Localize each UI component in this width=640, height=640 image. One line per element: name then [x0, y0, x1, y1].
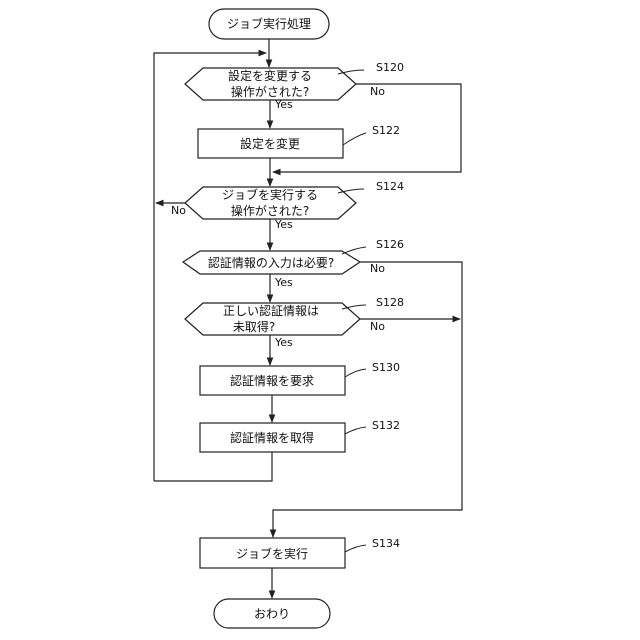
leader-s130	[345, 369, 366, 377]
leader-s122	[343, 133, 366, 145]
decision-s128-line2: 未取得?	[233, 319, 275, 334]
process-s132-label: 認証情報を取得	[230, 430, 314, 445]
step-id-s126: S126	[376, 238, 404, 251]
step-id-s128: S128	[376, 296, 404, 309]
s126-yes-label: Yes	[274, 276, 293, 289]
step-id-s122: S122	[372, 124, 400, 137]
step-id-s124: S124	[376, 180, 404, 193]
loop-s132-back	[154, 452, 272, 481]
s120-no-label: No	[370, 85, 385, 98]
end-label: おわり	[254, 607, 290, 621]
process-s122: 設定を変更	[198, 129, 343, 158]
step-id-s130: S130	[372, 361, 400, 374]
start-label: ジョブ実行処理	[227, 16, 311, 31]
decision-s124-line1: ジョブを実行する	[222, 187, 318, 202]
process-s122-label: 設定を変更	[240, 136, 300, 151]
s120-yes-label: Yes	[274, 98, 293, 111]
start-terminal: ジョブ実行処理	[209, 9, 329, 39]
process-s134-label: ジョブを実行	[236, 546, 308, 561]
step-id-s120: S120	[376, 61, 404, 74]
decision-s124: ジョブを実行する 操作がされた?	[185, 187, 356, 219]
step-id-s134: S134	[372, 537, 400, 550]
decision-s120: 設定を変更する 操作がされた?	[185, 68, 356, 100]
leader-s126	[342, 247, 366, 254]
s124-yes-label: Yes	[274, 218, 293, 231]
process-s130-label: 認証情報を要求	[230, 373, 314, 388]
s128-no-label: No	[370, 320, 385, 333]
process-s134: ジョブを実行	[200, 538, 345, 568]
decision-s128: 正しい認証情報は 未取得?	[185, 303, 360, 335]
decision-s124-line2: 操作がされた?	[231, 203, 309, 218]
decision-s120-line1: 設定を変更する	[228, 68, 312, 83]
s124-no-label: No	[171, 204, 186, 217]
step-id-s132: S132	[372, 419, 400, 432]
decision-s126-label: 認証情報の入力は必要?	[208, 255, 334, 270]
process-s130: 認証情報を要求	[200, 366, 345, 395]
end-terminal: おわり	[214, 599, 330, 628]
leader-s132	[345, 427, 366, 434]
decision-s126: 認証情報の入力は必要?	[183, 251, 360, 274]
leader-s134	[345, 545, 366, 552]
s128-yes-label: Yes	[274, 336, 293, 349]
s126-no-label: No	[370, 262, 385, 275]
process-s132: 認証情報を取得	[200, 423, 345, 452]
decision-s128-line1: 正しい認証情報は	[223, 303, 319, 318]
decision-s120-line2: 操作がされた?	[231, 84, 309, 99]
